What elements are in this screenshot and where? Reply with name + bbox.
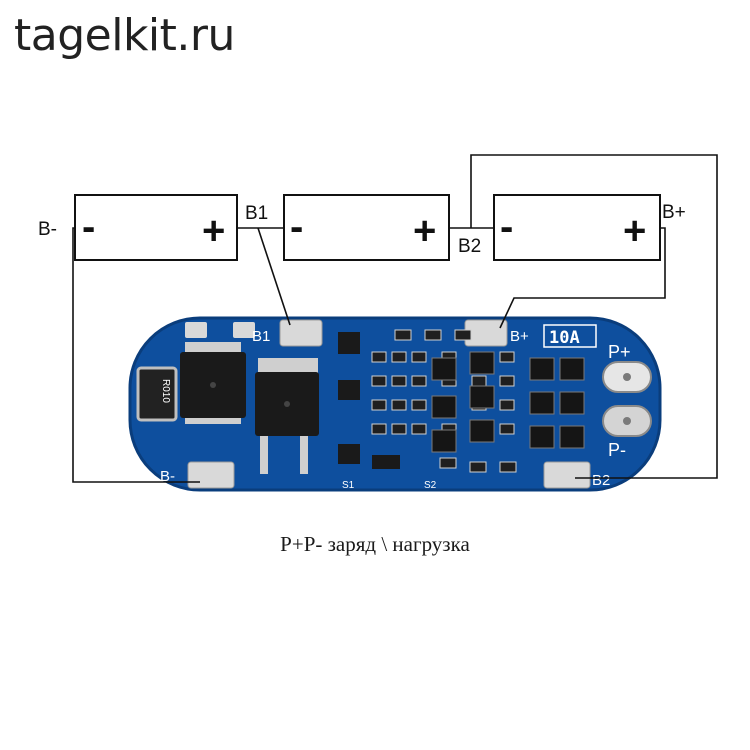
battery-1-plus: + (202, 209, 225, 253)
silk-b1: B1 (252, 328, 270, 345)
rating-box (543, 324, 597, 348)
ic-small-3 (338, 444, 360, 464)
ic-chip (529, 357, 555, 381)
battery-3-plus: + (623, 209, 646, 253)
ic-chip (431, 429, 457, 453)
smd-resistor (371, 399, 387, 411)
silk-s1: S1 (342, 480, 355, 491)
pad-small-left (185, 322, 207, 338)
smd-resistor (371, 375, 387, 387)
smd-resistor (499, 375, 515, 387)
battery-1-minus: - (82, 205, 95, 249)
silk-p-plus: P+ (608, 342, 631, 362)
ic-small-2 (338, 380, 360, 400)
ic-chip (529, 425, 555, 449)
bms-board: B1 B+ 10A P+ P- B- B2 S1 S2 R010 (128, 316, 662, 492)
battery-1-body (74, 194, 238, 261)
pad-p-plus-hole (623, 373, 631, 381)
wiring (72, 154, 718, 483)
battery-2: - + (283, 194, 450, 261)
wire-b1-to-pad (257, 227, 291, 326)
smd-resistor (499, 423, 515, 435)
smd-resistor (411, 399, 427, 411)
pad-b2 (543, 461, 591, 489)
label-b-plus: B+ (662, 202, 686, 223)
ic-chip (559, 391, 585, 415)
smd-resistor (394, 329, 412, 341)
smd-resistor (391, 375, 407, 387)
mosfet-2-leg-2 (300, 436, 308, 474)
silk-b2: B2 (592, 472, 610, 489)
smd-resistor (411, 375, 427, 387)
pad-p-minus-hole (623, 417, 631, 425)
ic-small-1 (338, 332, 360, 354)
battery-3-minus: - (500, 205, 513, 249)
smd-resistor (411, 423, 427, 435)
smd-resistor (469, 461, 487, 473)
smd-resistor (391, 423, 407, 435)
smd-resistor (424, 329, 442, 341)
watermark: tagelkit.ru (14, 10, 235, 61)
silk-s2: S2 (424, 480, 437, 491)
ic-chip (529, 391, 555, 415)
wire-b-minus (72, 227, 200, 483)
ic-chip (469, 385, 495, 409)
battery-3: - + (493, 194, 661, 261)
silk-b-minus: B- (160, 468, 175, 485)
smd-resistor (499, 461, 517, 473)
battery-2-body (283, 194, 450, 261)
battery-2-minus: - (290, 205, 303, 249)
smd-resistor (371, 351, 387, 363)
label-b-minus: B- (38, 219, 57, 240)
smd-resistor (439, 457, 457, 469)
wire-b2-to-pad (470, 154, 718, 479)
pad-small-left-2 (233, 322, 255, 338)
caption: P+P- заряд \ нагрузка (280, 532, 470, 556)
battery-3-body (493, 194, 661, 261)
battery-2-plus: + (413, 209, 436, 253)
shunt-resistor (136, 366, 178, 422)
label-b1: B1 (245, 203, 268, 224)
smd-resistor (471, 375, 487, 387)
smd-resistor (411, 351, 427, 363)
ic-chip (469, 419, 495, 443)
ic-small-4 (372, 455, 400, 469)
ic-chip (431, 357, 457, 381)
smd-resistor (391, 399, 407, 411)
mosfet-2-mark (284, 401, 290, 407)
wire-b-plus (499, 227, 666, 329)
label-b2: B2 (458, 236, 481, 257)
ic-chip (469, 351, 495, 375)
smd-resistor (454, 329, 472, 341)
silk-rating: 10A (549, 328, 580, 348)
mosfet-2-leg-1 (260, 436, 268, 474)
smd-resistor (391, 351, 407, 363)
pad-b-minus (187, 461, 235, 489)
ic-chips (431, 351, 585, 453)
ic-chip (559, 357, 585, 381)
smd-resistor (371, 423, 387, 435)
pad-b1 (279, 319, 323, 347)
smd-resistor (499, 351, 515, 363)
ic-chip (431, 395, 457, 419)
ic-chip (559, 425, 585, 449)
silk-p-minus: P- (608, 440, 626, 460)
battery-1: - + (74, 194, 238, 261)
silk-b-plus: B+ (510, 328, 529, 345)
resistor-marking: R010 (160, 379, 171, 403)
mosfet-1-mark (210, 382, 216, 388)
smd-components (371, 329, 517, 473)
smd-resistor (499, 399, 515, 411)
